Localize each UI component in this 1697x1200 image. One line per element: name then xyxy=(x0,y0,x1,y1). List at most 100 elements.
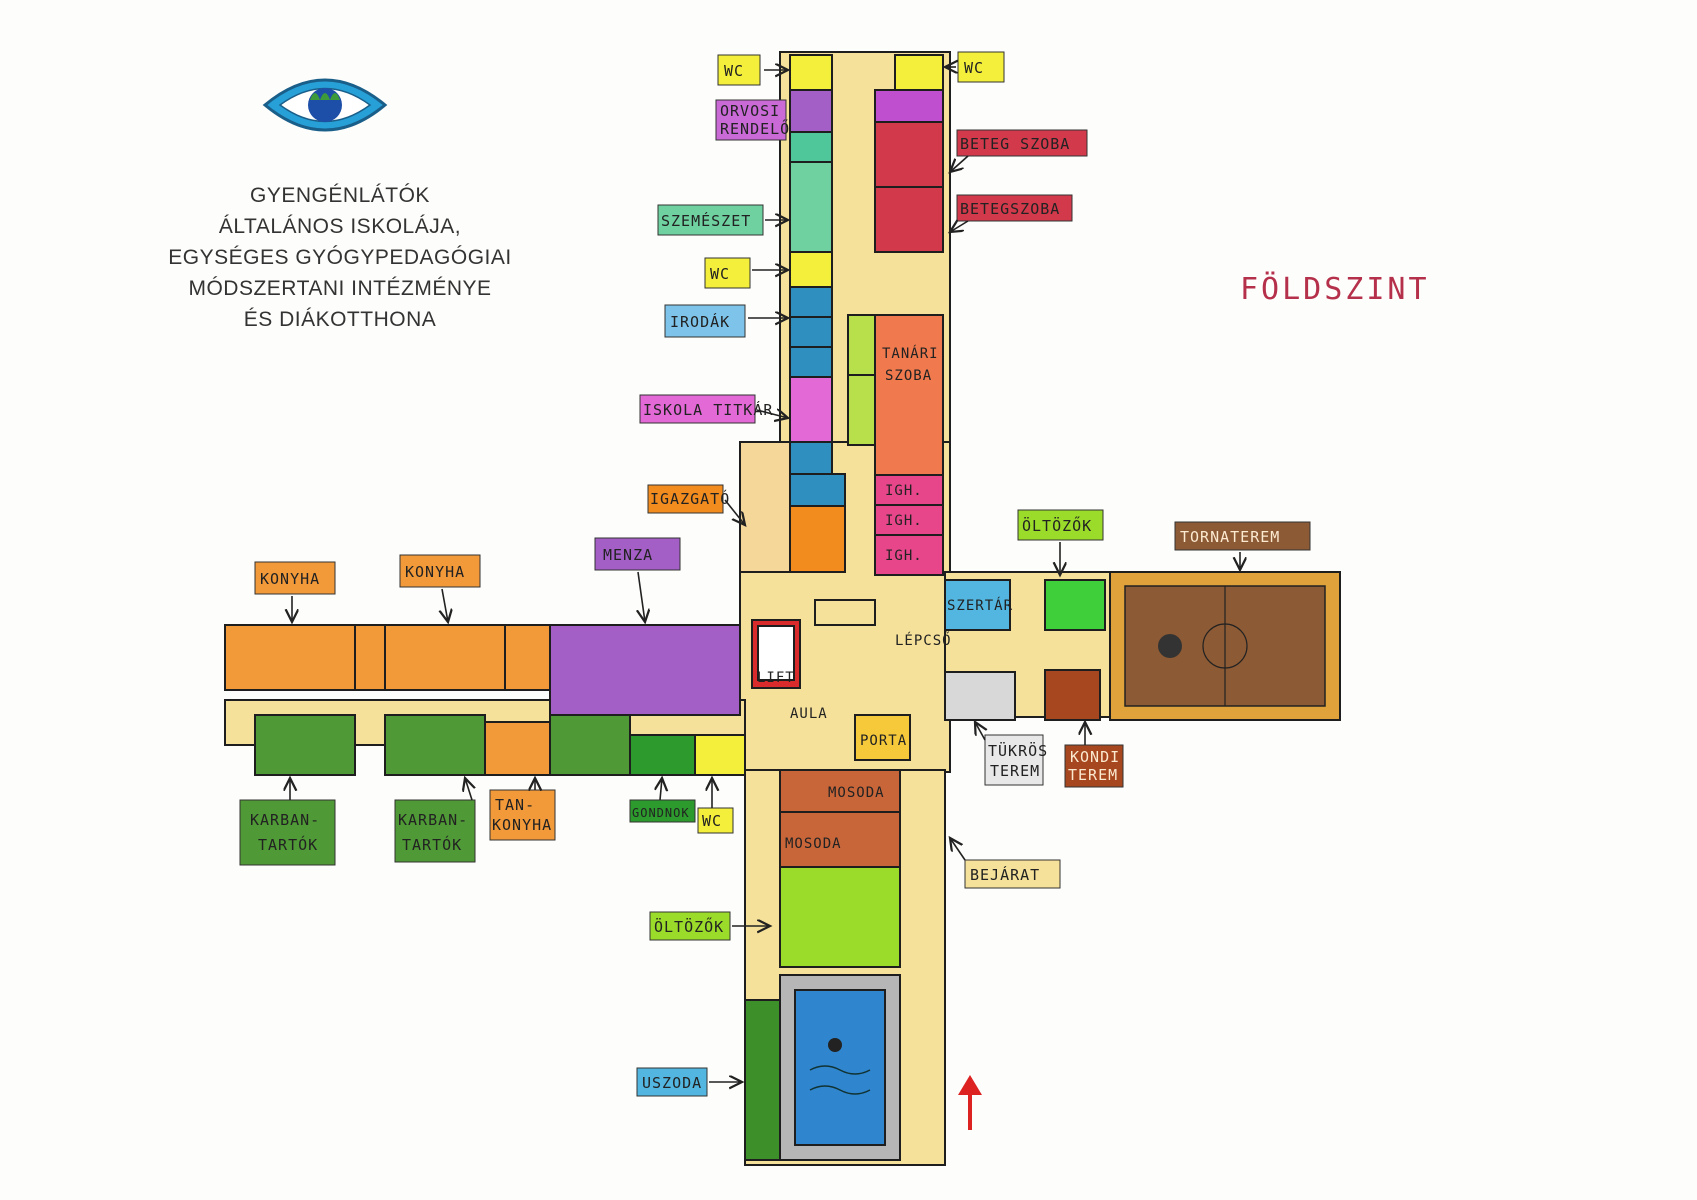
map-shape xyxy=(636,1067,708,1097)
map-shape xyxy=(704,257,751,289)
map-shape xyxy=(789,441,833,475)
map-shape xyxy=(944,671,1016,721)
map-shape xyxy=(1174,521,1311,551)
callout-labels: WC WC ORVOSI RENDELŐ BETEG SZOBA BETEGSZ… xyxy=(239,51,1311,1097)
map-shape xyxy=(504,624,551,691)
gym xyxy=(1109,571,1341,721)
title-line-2: ÁLTALÁNOS ISKOLÁJA, xyxy=(218,215,462,238)
map-shape xyxy=(354,624,386,691)
map-shape xyxy=(789,286,833,318)
map-shape xyxy=(664,304,746,338)
orvosi-label-2: RENDELŐ xyxy=(720,118,790,138)
map-shape xyxy=(724,499,745,525)
map-shape xyxy=(847,314,876,376)
lift-text: LIFT xyxy=(757,670,795,686)
map-shape xyxy=(975,722,985,741)
map-shape xyxy=(384,714,486,776)
title-line-3: EGYSÉGES GYÓGYPEDAGÓGIAI xyxy=(168,246,512,269)
map-shape xyxy=(1202,623,1248,669)
map-shape xyxy=(239,799,336,866)
map-shape xyxy=(1017,509,1104,541)
map-shape xyxy=(647,484,724,514)
map-shape xyxy=(660,778,662,801)
map-shape xyxy=(828,1038,842,1052)
map-shape xyxy=(950,155,969,172)
map-shape xyxy=(789,473,846,507)
karban-label-2b: TARTÓK xyxy=(402,835,462,854)
igh-text-1: IGH. xyxy=(885,483,923,499)
map-shape xyxy=(1044,579,1106,631)
beteg-label-2: BETEGSZOBA xyxy=(960,200,1060,218)
titkar-label: ISKOLA TITKÁR xyxy=(643,400,773,419)
map-shape xyxy=(384,624,506,691)
institution-title: GYENGÉNLÁTÓK ÁLTALÁNOS ISKOLÁJA, EGYSÉGE… xyxy=(150,180,530,335)
irodak-label: IRODÁK xyxy=(670,312,730,331)
map-shape xyxy=(715,99,787,141)
map-shape xyxy=(789,54,833,91)
north-wing xyxy=(789,54,944,576)
map-shape xyxy=(950,221,969,232)
map-shape xyxy=(789,251,833,288)
wc-mid-label: WC xyxy=(710,265,730,283)
map-shape xyxy=(956,129,1088,157)
tornaterem-label: TORNATEREM xyxy=(1180,528,1280,546)
map-shape xyxy=(874,186,944,253)
map-shape xyxy=(639,394,756,424)
tukros-label-1: TÜKRÖS xyxy=(988,741,1048,760)
map-shape xyxy=(1158,634,1182,658)
wc-left-label: WC xyxy=(724,62,744,80)
map-shape xyxy=(874,314,944,476)
map-shape xyxy=(779,866,901,968)
map-shape xyxy=(629,734,696,776)
tanari-text-1: TANÁRI xyxy=(882,345,939,362)
map-shape xyxy=(442,588,448,622)
map-shape xyxy=(984,734,1044,786)
map-shape xyxy=(549,624,741,716)
map-shape xyxy=(489,789,556,841)
mosoda-text-1: MOSODA xyxy=(828,785,885,801)
map-shape xyxy=(1044,669,1101,721)
map-shape xyxy=(756,410,788,418)
map-shape xyxy=(465,778,472,801)
map-shape xyxy=(399,554,481,588)
map-shape xyxy=(847,374,876,446)
map-shape xyxy=(484,721,551,776)
map-shape xyxy=(789,89,833,133)
map-shape xyxy=(638,571,645,622)
szertar-text: SZERTÁR xyxy=(947,597,1013,614)
map-shape xyxy=(809,1085,871,1095)
bejarat-label: BEJÁRAT xyxy=(970,865,1040,884)
west-wing xyxy=(224,624,746,776)
karban-label-1b: TARTÓK xyxy=(258,835,318,854)
porta-text: PORTA xyxy=(860,733,907,749)
map-shape xyxy=(310,93,340,100)
tankonyha-label-1: TAN- xyxy=(495,796,535,814)
mosoda-text-2: MOSODA xyxy=(785,836,842,852)
floor-label: FÖLDSZINT xyxy=(1240,272,1430,307)
uszoda-label: USZODA xyxy=(642,1074,702,1092)
kondi-label-1: KONDI xyxy=(1070,748,1120,766)
map-shape xyxy=(694,734,746,776)
title-line-5: ÉS DIÁKOTTHONA xyxy=(243,308,437,331)
map-shape xyxy=(789,131,833,163)
oltozok-bottom-label: ÖLTÖZŐK xyxy=(654,916,724,936)
map-shape xyxy=(224,624,356,691)
map-shape xyxy=(254,714,356,776)
karban-label-1a: KARBAN- xyxy=(250,811,320,829)
karban-label-2a: KARBAN- xyxy=(398,811,468,829)
room-texts: TANÁRI SZOBA IGH. IGH. IGH. LIFT LÉPCSŐ … xyxy=(757,345,1013,852)
map-shape xyxy=(789,505,846,573)
title-line-4: MÓDSZERTANI INTÉZMÉNYE xyxy=(188,277,492,300)
map-shape xyxy=(854,714,911,761)
map-shape xyxy=(894,54,944,91)
konyha-label-1: KONYHA xyxy=(260,570,320,588)
map-shape xyxy=(950,838,966,861)
south-wing xyxy=(744,769,982,1161)
map-shape xyxy=(957,51,1005,83)
map-shape xyxy=(657,204,764,236)
map-shape xyxy=(697,807,734,834)
map-shape xyxy=(874,504,944,536)
tanari-text-2: SZOBA xyxy=(885,368,932,384)
map-shape xyxy=(1064,744,1124,788)
